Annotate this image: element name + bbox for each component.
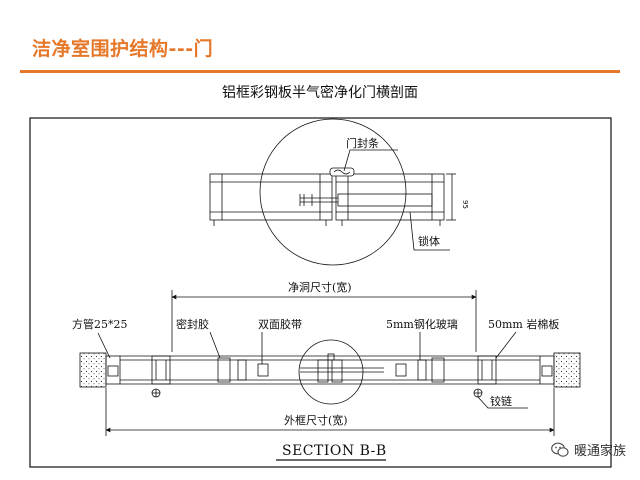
detail-circle [259,118,407,266]
label-lock-body: 锁体 [418,234,440,248]
label-rock-wool: 50mm 岩棉板 [488,317,559,331]
drawing-frame [29,117,612,468]
label-dim-height: 95 [461,200,469,209]
label-double-tape: 双面胶带 [258,317,302,331]
title-underline [20,70,620,73]
label-hinge: 铰链 [490,394,512,408]
label-square-tube: 方管25*25 [72,317,128,331]
label-glass: 5mm钢化玻璃 [386,317,458,331]
wechat-icon [551,442,569,457]
outer-frame-dimension [105,388,555,461]
label-clear-opening: 净洞尺寸(宽) [288,280,352,294]
label-outer-frame: 外框尺寸(宽) [284,413,348,427]
slide-title: 洁净室围护结构---门 [32,38,214,60]
label-section: SECTION B-B [282,443,387,459]
main-section [79,331,581,409]
drawing-title: 铝框彩钢板半气密净化门横剖面 [222,85,418,101]
label-sealant: 密封胶 [176,317,209,331]
clear-opening-dimension [171,290,477,352]
detail-view [209,118,456,266]
label-door-seal: 门封条 [346,136,379,150]
watermark: 暖通家族 [551,440,626,459]
watermark-text: 暖通家族 [573,444,626,459]
